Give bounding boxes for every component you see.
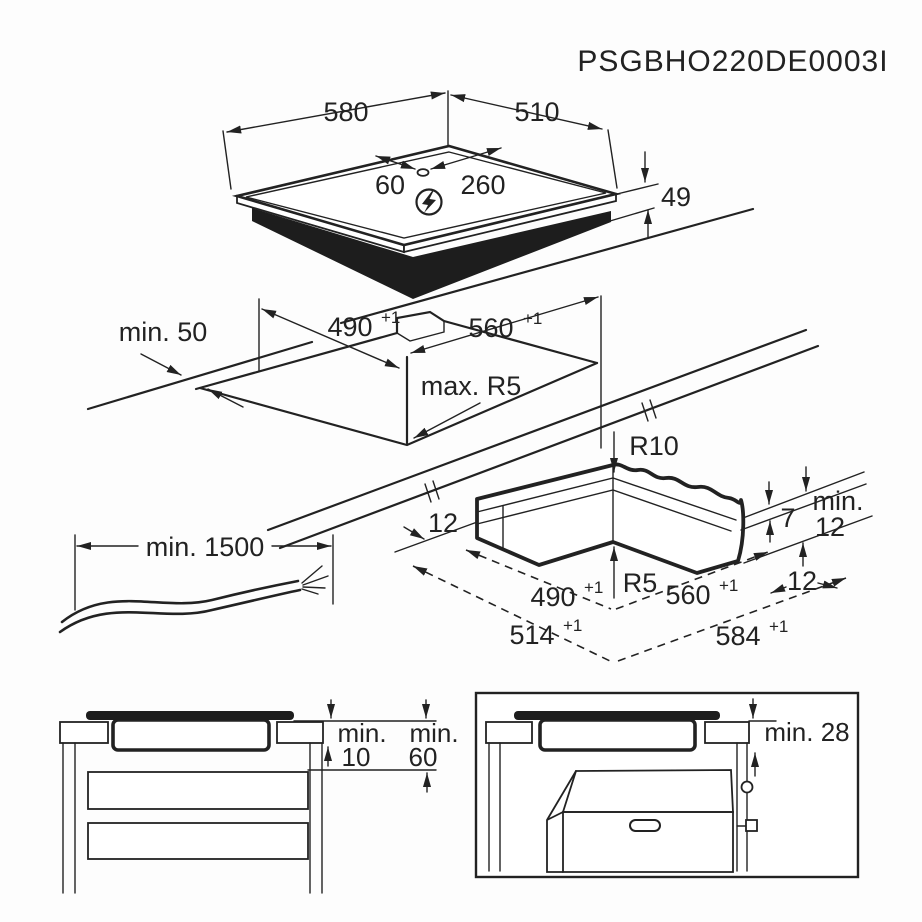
cable-wire-ends — [301, 565, 329, 595]
arrow-ledge-right-a — [770, 583, 787, 594]
dim-cutout-depth: 490 — [327, 312, 372, 342]
bottom-line-right — [743, 515, 873, 564]
dim-hob-width: 580 — [323, 97, 368, 127]
dim-line-cutout-560 — [410, 296, 599, 354]
hob-glass-section — [86, 711, 294, 720]
dim-recess-560: 560 — [665, 580, 710, 610]
dim-ledge-left: 12 — [428, 508, 458, 538]
surface-top-right — [742, 471, 865, 519]
dash-584 — [617, 577, 847, 662]
hob-top-view: 580 510 60 260 49 — [222, 90, 755, 325]
dim-min-label: min. — [812, 486, 863, 516]
arrow-min50-a — [140, 353, 182, 376]
drawing-code: PSGBHO220DE0003I — [577, 45, 888, 78]
match-mark — [641, 399, 657, 422]
dim-ledge-right: 12 — [787, 566, 817, 596]
dim-line-510 — [450, 94, 603, 130]
dash-490 — [465, 549, 612, 610]
arrow-ledge-right-b — [817, 580, 838, 589]
ext-line — [222, 130, 232, 190]
counter-right-block — [704, 721, 750, 744]
dim-outer-584-tol: +1 — [769, 617, 788, 636]
ext-line — [607, 129, 618, 189]
hob-body-section — [111, 718, 271, 752]
dim-outer-514: 514 — [509, 620, 554, 650]
dim-outer-584: 584 — [715, 621, 760, 651]
oven-left-side — [546, 770, 577, 873]
hob-glass-section — [514, 711, 720, 720]
dim-min-thickness: 12 — [815, 512, 845, 542]
dim-hob-to-cabinet: 60 — [409, 742, 438, 772]
dim-cutout-depth-tol: +1 — [381, 308, 400, 327]
drawer-top — [87, 771, 309, 810]
cutout-front-edges — [198, 361, 599, 447]
mains-cable: min. 1500 — [58, 532, 334, 634]
drawer-bottom — [87, 822, 309, 860]
ext-line — [616, 183, 659, 195]
band-lower-line — [278, 344, 820, 550]
oven — [546, 769, 734, 873]
hob-body-section — [538, 718, 697, 752]
counter-front-band — [266, 328, 820, 550]
dim-line-60 — [375, 155, 416, 170]
label-min-b: min. — [409, 718, 458, 748]
dim-gland-right: 260 — [460, 170, 505, 200]
dim-cable-length: min. 1500 — [146, 532, 265, 562]
cabinet-hinge-bump — [740, 780, 754, 794]
hob-base — [252, 208, 611, 299]
dim-line-cutout-490 — [261, 308, 400, 369]
cable-gland — [416, 168, 430, 177]
counter-edge-line — [339, 207, 755, 325]
dim-recess-depth: 7 — [780, 503, 795, 533]
ledge-line-right — [740, 483, 867, 531]
dim-hob-to-drawer: 10 — [342, 742, 371, 772]
cabinet-sides — [62, 742, 323, 894]
dim-hob-depth: 510 — [514, 97, 559, 127]
glass-inner-edge — [245, 151, 607, 239]
counter-right-block — [276, 721, 324, 744]
arrow-ledge-left — [403, 526, 425, 540]
side-knob — [736, 819, 758, 832]
counter-left-block — [59, 721, 109, 744]
dim-line-260 — [430, 147, 502, 170]
dim-recess-560-tol: +1 — [719, 576, 738, 595]
dim-recess-490-tol: +1 — [584, 578, 603, 597]
surface-ref-left — [394, 520, 481, 553]
dim-outer-514-tol: +1 — [563, 616, 582, 635]
dim-top-radius: R10 — [629, 431, 679, 461]
dash-514 — [412, 565, 611, 662]
oven-clearance-section: min. 28 — [474, 691, 860, 879]
dim-corner-radius: max. R5 — [421, 371, 522, 401]
arrow-max-r5 — [413, 402, 481, 439]
dim-cutout-width: 560 — [468, 313, 513, 343]
flush-recess-detail: R10 R5 12 7 min. 12 12 490 +1 560 +1 514 — [394, 431, 873, 662]
cable-line-bottom — [58, 588, 302, 634]
counter-section-piece — [475, 462, 746, 575]
dim-line-580 — [226, 91, 446, 134]
band-upper-line — [266, 328, 808, 532]
oven-front-face — [562, 811, 734, 873]
cable-line-top — [60, 579, 300, 624]
dim-hob-to-oven: min. 28 — [764, 717, 849, 747]
dim-hob-height: 49 — [661, 182, 691, 212]
dim-inner-radius: R5 — [623, 568, 658, 598]
worktop-cutout: min. 50 490 +1 560 +1 max. R5 — [86, 295, 602, 449]
label-min-a: min. — [337, 718, 386, 748]
dim-gland-left: 60 — [375, 170, 405, 200]
drawer-clearance-section: min. 10 min. 60 — [59, 699, 459, 894]
wall-line — [86, 340, 314, 411]
dim-wall-clearance: min. 50 — [119, 317, 208, 347]
power-connection-icon — [415, 188, 443, 216]
match-mark — [424, 480, 440, 503]
oven-handle — [629, 819, 661, 832]
cabinet-sides — [488, 742, 748, 872]
counter-left-block — [485, 721, 533, 744]
cutout-corner-step-inner — [396, 320, 445, 342]
dim-recess-490: 490 — [530, 582, 575, 612]
dim-cutout-width-tol: +1 — [523, 309, 542, 328]
